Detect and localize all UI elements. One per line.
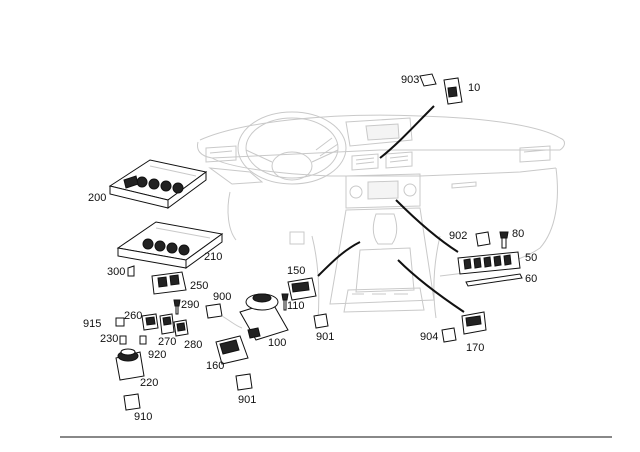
label-300: 300 xyxy=(107,266,125,278)
part-901-connector-right xyxy=(313,313,329,329)
part-210-climate-panel xyxy=(116,221,224,269)
part-904-connector xyxy=(441,327,457,343)
leader-150 xyxy=(317,241,361,277)
label-220: 220 xyxy=(140,377,158,389)
part-280-switch xyxy=(173,319,189,337)
label-250: 250 xyxy=(190,280,208,292)
label-150: 150 xyxy=(287,265,305,277)
part-labels: 903 10 200 210 300 250 290 260 915 230 2… xyxy=(83,74,537,423)
part-160-switch xyxy=(215,335,249,365)
label-280: 280 xyxy=(184,339,202,351)
part-10-connector xyxy=(419,73,463,105)
label-200: 200 xyxy=(88,192,106,204)
part-250-switch-block xyxy=(151,271,187,295)
part-170-switch xyxy=(461,311,487,335)
leader-170 xyxy=(397,259,465,313)
leader-lines xyxy=(317,105,465,313)
label-160: 160 xyxy=(206,360,224,372)
part-920-clip xyxy=(139,335,147,345)
label-60: 60 xyxy=(525,273,537,285)
part-100-light-switch xyxy=(239,293,289,341)
label-170: 170 xyxy=(466,342,484,354)
label-900: 900 xyxy=(213,291,231,303)
label-210: 210 xyxy=(204,251,222,263)
part-50-switch-panel xyxy=(457,251,521,275)
label-230: 230 xyxy=(100,333,118,345)
part-900-connector xyxy=(205,303,243,329)
part-915-clip xyxy=(115,317,125,327)
label-50: 50 xyxy=(525,252,537,264)
label-901-left: 901 xyxy=(238,394,256,406)
label-290: 290 xyxy=(181,299,199,311)
label-100: 100 xyxy=(268,337,286,349)
label-901-right: 901 xyxy=(316,331,334,343)
part-901-connector-left xyxy=(235,373,253,391)
label-920: 920 xyxy=(148,349,166,361)
part-60-trim-strip xyxy=(465,273,523,287)
label-903: 903 xyxy=(401,74,419,86)
label-910: 910 xyxy=(134,411,152,423)
leader-50 xyxy=(395,199,459,253)
label-110: 110 xyxy=(287,300,305,312)
dashboard-outline xyxy=(197,111,565,321)
label-260: 260 xyxy=(124,310,142,322)
part-150-switch xyxy=(287,277,317,301)
part-902-connector xyxy=(475,231,491,247)
label-80: 80 xyxy=(512,228,524,240)
part-260-switch xyxy=(141,313,159,331)
label-915: 915 xyxy=(83,318,101,330)
label-270: 270 xyxy=(158,336,176,348)
part-80-screw xyxy=(499,231,509,249)
part-200-climate-panel xyxy=(108,159,208,209)
part-290-screw xyxy=(173,299,181,315)
label-10: 10 xyxy=(468,82,480,94)
part-110-screw xyxy=(281,293,289,311)
part-910-connector xyxy=(123,393,141,411)
part-230-clip xyxy=(119,335,127,345)
leader-10 xyxy=(379,105,435,159)
part-300-clip xyxy=(127,265,135,277)
label-902: 902 xyxy=(449,230,467,242)
part-220-rotary-switch xyxy=(115,348,145,381)
label-904: 904 xyxy=(420,331,438,343)
part-270-switch xyxy=(159,313,175,335)
